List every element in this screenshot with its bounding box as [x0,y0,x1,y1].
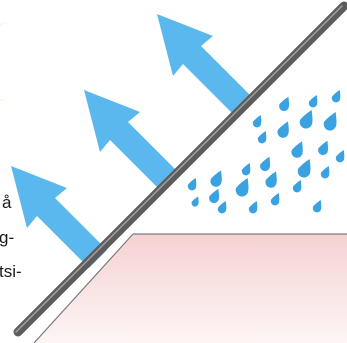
raindrop-icon-2 [279,97,289,111]
raindrop-icon-6 [277,121,288,137]
raindrop-icon-20 [236,178,249,196]
arrow-icon-2 [84,90,180,192]
raindrop-icon-4 [332,90,341,102]
arrow-group [11,14,253,268]
raindrop-icon-21 [271,193,280,205]
raindrop-icon-24 [218,201,227,213]
raindrop-icon-11 [318,141,328,155]
raindrop-icon-25 [249,201,258,213]
text-fragment-2: g- [0,228,14,247]
raindrop-icon-1 [253,115,262,127]
arrow-icon-1 [157,14,253,116]
raindrop-icon-12 [336,150,345,162]
raindrop-icon-14 [242,163,251,175]
raindrop-icon-10 [291,141,302,157]
raindrop-icon-19 [209,189,219,203]
raindrop-icon-8 [324,112,337,130]
raindrop-icon-26 [313,200,322,212]
raindrop-icon-16 [298,159,311,177]
raindrop-icon-3 [309,95,318,107]
raindrop-icon-5 [258,131,267,143]
text-fragment-1: å [2,193,12,212]
moon-icon [0,22,12,102]
raindrop-group [188,90,345,213]
raindrop-icon-22 [293,180,302,192]
raindrop-icon-23 [192,196,199,206]
raindrop-icon-13 [210,170,221,186]
raindrop-icon-15 [265,171,276,187]
raindrop-icon-7 [300,110,313,128]
text-fragment-3: tsi- [0,262,22,281]
raindrop-icon-18 [188,178,197,190]
raindrop-icon-17 [321,166,330,178]
raindrop-icon-9 [260,157,270,171]
